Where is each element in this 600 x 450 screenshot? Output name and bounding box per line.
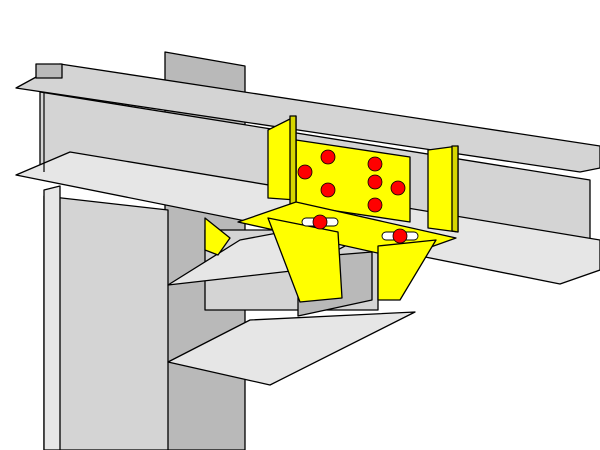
flange-plate-bolts [301, 214, 419, 244]
main-beam-end-cut [35, 63, 63, 79]
bolt [320, 182, 336, 198]
bolt [367, 156, 383, 172]
column-web [43, 195, 169, 450]
bolt [320, 149, 336, 165]
gusset-right [377, 239, 437, 301]
flange-plate-assembly [204, 201, 457, 303]
column-flange-front [43, 185, 61, 450]
stiffener-left-edge [289, 115, 297, 206]
secondary-beam-bottom-flange [167, 311, 416, 386]
bolt [367, 197, 383, 213]
bolt [392, 228, 408, 244]
stiffener-right-edge [451, 145, 459, 233]
bolt [390, 180, 406, 196]
gusset-left [267, 217, 343, 303]
gusset-small [204, 217, 231, 256]
bolt [297, 164, 313, 180]
bolt [367, 174, 383, 190]
end-plate-bolts [297, 149, 406, 213]
bolt [312, 214, 328, 230]
